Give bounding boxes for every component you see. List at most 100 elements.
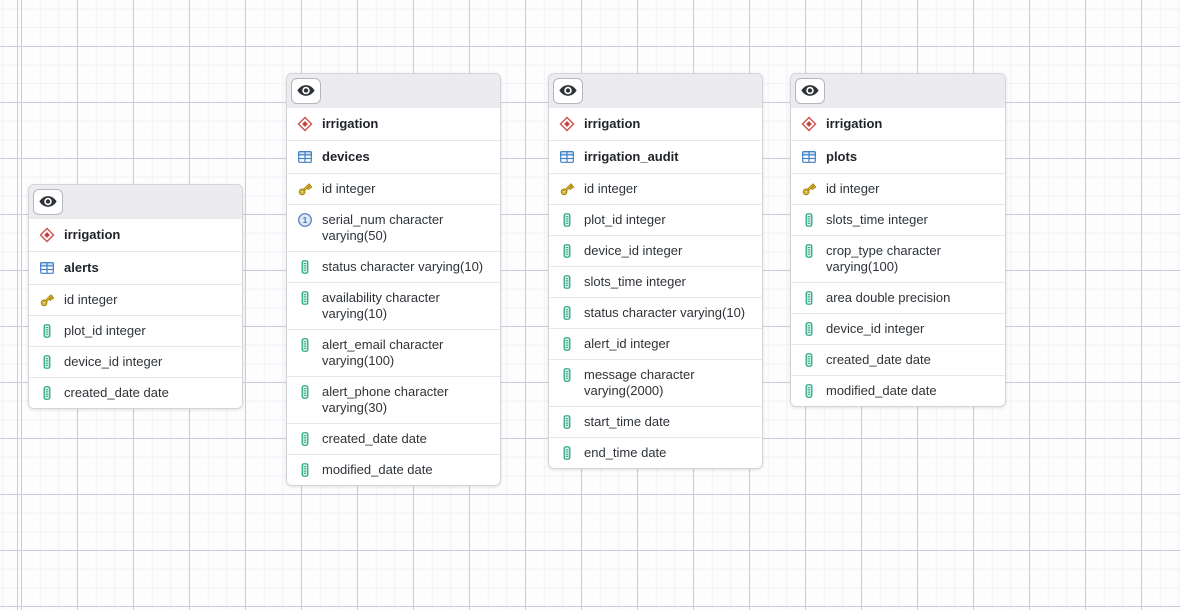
- column-row: id integer: [549, 174, 762, 205]
- column-icon: [559, 274, 575, 290]
- column-row-label: id integer: [64, 292, 118, 307]
- column-icon: [39, 385, 55, 401]
- schema-icon: [297, 116, 313, 132]
- column-row: id integer: [791, 174, 1005, 205]
- primary-key-icon: [297, 181, 313, 197]
- schema-row-label: irrigation: [584, 116, 641, 131]
- table-card-devices[interactable]: irrigation devices id integer 1 serial_n…: [286, 73, 501, 486]
- column-icon: [559, 414, 575, 430]
- column-row-label: availability character varying(10): [322, 290, 440, 321]
- column-row: created_date date: [287, 424, 500, 455]
- column-row-label: slots_time integer: [584, 274, 686, 289]
- column-row: start_time date: [549, 407, 762, 438]
- table-icon: [39, 260, 55, 276]
- column-row-label: alert_email character varying(100): [322, 337, 444, 368]
- details-toggle-button[interactable]: [795, 77, 825, 104]
- schema-row-label: irrigation: [64, 227, 121, 242]
- column-row: crop_type character varying(100): [791, 236, 1005, 283]
- column-icon: [297, 462, 313, 478]
- column-icon: [559, 445, 575, 461]
- column-icon: [559, 367, 575, 383]
- primary-key-icon: [39, 292, 55, 308]
- column-icon: [559, 336, 575, 352]
- column-icon: [297, 384, 313, 400]
- details-toggle-button[interactable]: [291, 77, 321, 104]
- schema-icon: [801, 116, 817, 132]
- column-row-label: created_date date: [322, 431, 427, 446]
- column-row: created_date date: [29, 378, 242, 408]
- table-card-header: [287, 74, 500, 108]
- schema-row: irrigation: [29, 219, 242, 252]
- column-row-label: plot_id integer: [584, 212, 666, 227]
- column-icon: [297, 431, 313, 447]
- column-row: status character varying(10): [549, 298, 762, 329]
- column-icon: [801, 321, 817, 337]
- schema-icon: [39, 227, 55, 243]
- column-row: 1 serial_num character varying(50): [287, 205, 500, 252]
- column-row-label: modified_date date: [322, 462, 433, 477]
- table-name-row-label: irrigation_audit: [584, 149, 679, 164]
- column-row: id integer: [29, 285, 242, 316]
- column-row: device_id integer: [791, 314, 1005, 345]
- table-name-row-label: alerts: [64, 260, 99, 275]
- schema-row-label: irrigation: [322, 116, 379, 131]
- column-row-label: slots_time integer: [826, 212, 928, 227]
- table-name-row: alerts: [29, 252, 242, 285]
- column-row-label: alert_phone character varying(30): [322, 384, 449, 415]
- column-row-label: plot_id integer: [64, 323, 146, 338]
- schema-row: irrigation: [791, 108, 1005, 141]
- column-row-label: crop_type character varying(100): [826, 243, 941, 274]
- column-row-label: modified_date date: [826, 383, 937, 398]
- table-card-irrigation_audit[interactable]: irrigation irrigation_audit id integer p…: [548, 73, 763, 469]
- column-row: modified_date date: [791, 376, 1005, 406]
- schema-icon: [559, 116, 575, 132]
- schema-row: irrigation: [549, 108, 762, 141]
- column-row: alert_email character varying(100): [287, 330, 500, 377]
- column-row-label: created_date date: [64, 385, 169, 400]
- column-row: modified_date date: [287, 455, 500, 485]
- table-card-header: [29, 185, 242, 219]
- svg-text:1: 1: [303, 215, 308, 225]
- column-row-label: message character varying(2000): [584, 367, 695, 398]
- column-icon: [297, 337, 313, 353]
- column-row-label: status character varying(10): [322, 259, 484, 274]
- column-row: availability character varying(10): [287, 283, 500, 330]
- details-toggle-button[interactable]: [33, 188, 63, 215]
- schema-row: irrigation: [287, 108, 500, 141]
- column-row-label: created_date date: [826, 352, 931, 367]
- table-card-plots[interactable]: irrigation plots id integer slots_time i…: [790, 73, 1006, 407]
- column-row-label: start_time date: [584, 414, 670, 429]
- details-toggle-button[interactable]: [553, 77, 583, 104]
- column-row: alert_id integer: [549, 329, 762, 360]
- table-card-alerts[interactable]: irrigation alerts id integer plot_id int…: [28, 184, 243, 409]
- column-row: id integer: [287, 174, 500, 205]
- column-row: slots_time integer: [791, 205, 1005, 236]
- column-icon: [801, 290, 817, 306]
- column-icon: [297, 290, 313, 306]
- column-row: created_date date: [791, 345, 1005, 376]
- column-icon: [297, 259, 313, 275]
- schema-row-label: irrigation: [826, 116, 883, 131]
- column-icon: [801, 352, 817, 368]
- table-icon: [297, 149, 313, 165]
- table-name-row-label: plots: [826, 149, 858, 164]
- column-row-label: id integer: [584, 181, 638, 196]
- column-icon: [559, 243, 575, 259]
- eye-icon: [38, 193, 58, 210]
- column-icon: [39, 323, 55, 339]
- table-card-header: [791, 74, 1005, 108]
- column-row-label: end_time date: [584, 445, 667, 460]
- column-row: slots_time integer: [549, 267, 762, 298]
- table-card-header: [549, 74, 762, 108]
- primary-key-icon: [559, 181, 575, 197]
- primary-key-icon: [801, 181, 817, 197]
- column-row-label: id integer: [826, 181, 880, 196]
- column-icon: [559, 305, 575, 321]
- eye-icon: [800, 82, 820, 99]
- column-row: status character varying(10): [287, 252, 500, 283]
- table-icon: [801, 149, 817, 165]
- column-row-label: alert_id integer: [584, 336, 670, 351]
- column-row: message character varying(2000): [549, 360, 762, 407]
- table-name-row-label: devices: [322, 149, 370, 164]
